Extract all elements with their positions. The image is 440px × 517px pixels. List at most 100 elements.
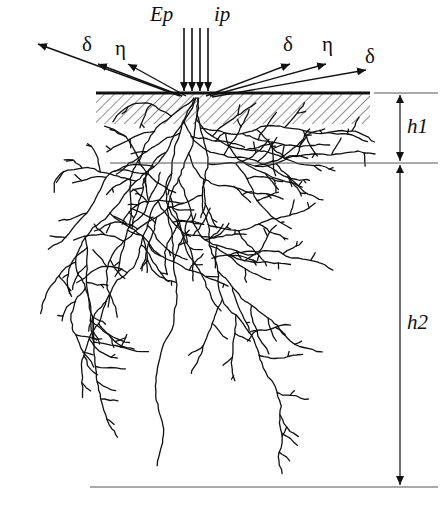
trajectory	[205, 223, 229, 239]
trajectory	[113, 103, 171, 122]
trajectory	[76, 335, 99, 340]
trajectory	[290, 200, 295, 216]
current-symbol: ip	[214, 4, 230, 25]
dimension-lines	[90, 93, 438, 487]
trajectory	[114, 170, 147, 174]
trajectory	[146, 218, 157, 273]
trajectory	[41, 262, 76, 313]
trajectory	[170, 196, 221, 311]
trajectory	[273, 145, 283, 149]
trajectory	[203, 179, 217, 228]
trajectory	[352, 117, 359, 131]
trajectory	[258, 224, 288, 239]
trajectory	[259, 354, 303, 358]
trajectory	[249, 325, 291, 333]
trajectory	[93, 250, 107, 266]
trajectory	[185, 214, 192, 242]
trajectory	[73, 177, 106, 183]
trajectory	[129, 212, 133, 217]
trajectory	[111, 260, 125, 278]
trajectory	[50, 236, 66, 238]
trajectory	[149, 244, 161, 256]
trajectory	[257, 129, 285, 156]
trajectory	[276, 163, 310, 180]
trajectory	[62, 302, 76, 321]
trajectory	[91, 321, 130, 343]
trajectory	[189, 153, 284, 199]
trajectory	[54, 167, 136, 192]
trajectory	[94, 224, 104, 235]
trajectory	[233, 287, 250, 330]
trajectory	[122, 200, 183, 224]
trajectory	[97, 382, 115, 391]
trajectory	[76, 98, 196, 437]
secondary-electron-symbol: δ	[365, 46, 375, 67]
trajectory	[142, 236, 176, 283]
trajectory	[95, 222, 138, 231]
trajectory	[82, 383, 90, 391]
trajectory	[105, 126, 141, 164]
trajectory	[247, 143, 275, 150]
trajectory	[81, 98, 196, 398]
trajectory	[272, 142, 276, 176]
energy-symbol: Ep	[150, 4, 173, 25]
trajectory	[260, 225, 277, 251]
trajectory	[155, 98, 198, 466]
trajectory	[245, 253, 260, 261]
depth-label: h1	[407, 116, 428, 137]
trajectory	[94, 342, 149, 352]
trajectory	[171, 281, 173, 285]
trajectory	[144, 179, 149, 202]
trajectory	[48, 164, 153, 249]
backscatter-symbol: η	[115, 38, 126, 59]
trajectory	[64, 160, 82, 169]
trajectory	[282, 434, 297, 446]
trajectory	[285, 103, 305, 128]
trajectory	[275, 327, 285, 334]
depth-label: h2	[407, 312, 428, 333]
trajectory	[295, 341, 302, 344]
trajectory	[288, 351, 289, 356]
backscatter-symbol: η	[322, 34, 333, 55]
trajectory	[277, 392, 308, 399]
trajectory	[208, 203, 315, 231]
trajectory	[264, 229, 268, 237]
trajectory	[364, 153, 365, 167]
trajectory	[75, 175, 82, 181]
trajectory	[201, 126, 375, 143]
trajectory	[208, 151, 375, 167]
trajectory	[87, 283, 108, 286]
secondary-electron-symbol: δ	[82, 34, 92, 55]
trajectory	[257, 255, 258, 260]
trajectory	[299, 182, 302, 186]
trajectory	[215, 245, 217, 268]
trajectory	[216, 133, 225, 141]
trajectory	[304, 180, 306, 183]
trajectory	[247, 322, 250, 324]
trajectory	[235, 333, 251, 341]
trajectory	[111, 355, 115, 357]
trajectory	[212, 257, 216, 259]
trajectory	[303, 131, 317, 157]
trajectory	[279, 452, 289, 460]
trajectory	[116, 133, 180, 174]
trajectory	[197, 98, 282, 474]
trajectory	[234, 186, 251, 202]
trajectory	[106, 146, 110, 150]
trajectory	[101, 399, 118, 401]
trajectory	[245, 269, 247, 283]
trajectory	[108, 295, 110, 307]
trajectory	[311, 253, 315, 261]
trajectory	[290, 391, 294, 395]
trajectory	[106, 195, 202, 317]
trajectory	[74, 234, 124, 241]
trajectory	[179, 179, 256, 255]
trajectory	[215, 251, 333, 271]
trajectory	[191, 299, 222, 373]
trajectory	[254, 142, 257, 153]
trajectory	[308, 202, 310, 208]
secondary-electron-symbol: δ	[283, 34, 293, 55]
incident-beam	[184, 28, 208, 91]
